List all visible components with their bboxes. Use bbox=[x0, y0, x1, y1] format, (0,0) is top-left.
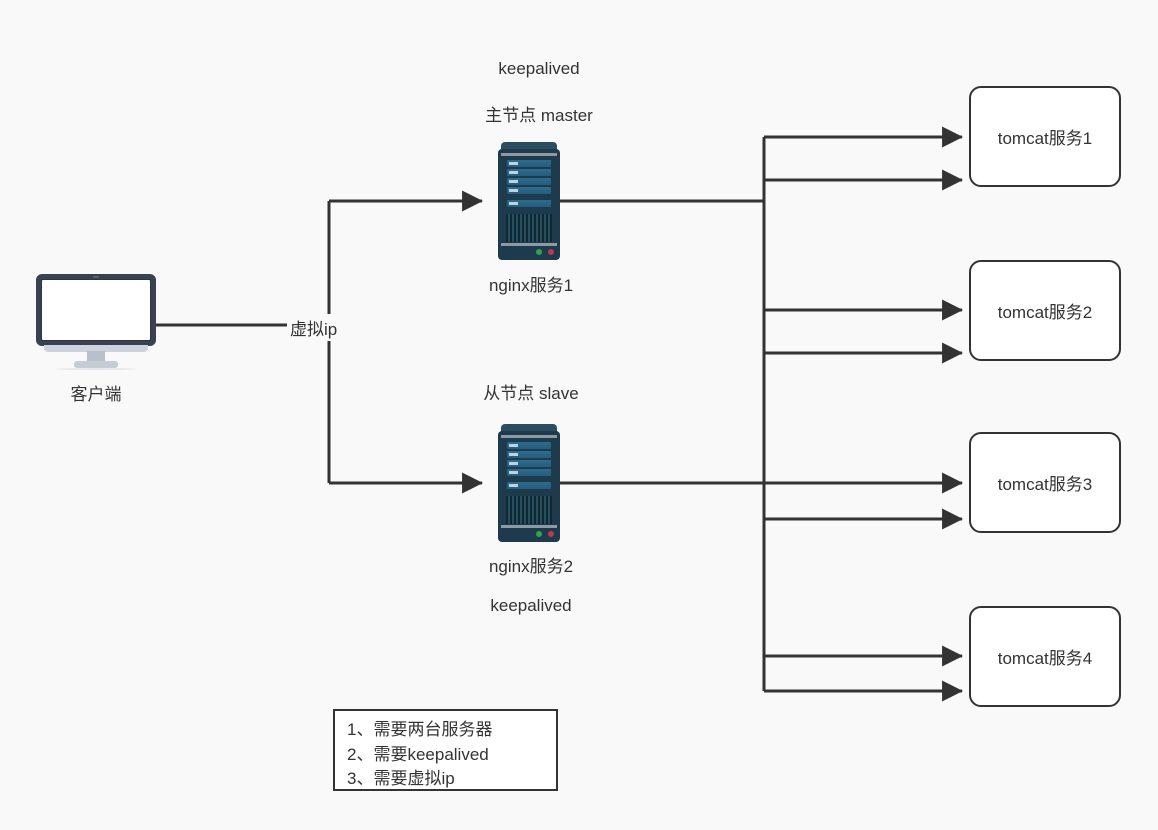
slave-service-label: nginx服务2 bbox=[488, 557, 574, 576]
master-role-label: 主节点 master bbox=[485, 106, 593, 125]
monitor-shadow bbox=[56, 368, 136, 370]
server-power-led-icon bbox=[536, 531, 542, 537]
slave-server-icon bbox=[498, 424, 560, 542]
server-status-led-icon bbox=[548, 249, 554, 255]
server-drive-bay bbox=[507, 200, 551, 207]
server-drive-bay bbox=[507, 451, 551, 458]
server-drive-bay bbox=[507, 460, 551, 467]
tomcat-service-box-2[interactable]: tomcat服务2 bbox=[969, 260, 1121, 361]
tomcat-service-label: tomcat服务3 bbox=[997, 475, 1093, 494]
client-monitor-icon bbox=[36, 274, 156, 370]
slave-role-label: 从节点 slave bbox=[483, 384, 579, 403]
master-server-icon bbox=[498, 142, 560, 260]
monitor-bezel bbox=[36, 274, 156, 346]
virtual-ip-label: 虚拟ip bbox=[287, 314, 341, 341]
keepalived-top-label: keepalived bbox=[498, 59, 580, 78]
server-power-led-icon bbox=[536, 249, 542, 255]
tomcat-service-box-3[interactable]: tomcat服务3 bbox=[969, 432, 1121, 533]
server-vent-grille bbox=[506, 496, 552, 524]
server-drive-bay bbox=[507, 469, 551, 476]
server-cap-line bbox=[501, 153, 557, 156]
server-drive-bays bbox=[507, 160, 551, 207]
monitor-stand-base bbox=[74, 361, 118, 368]
monitor-screen bbox=[41, 279, 151, 341]
server-drive-bay bbox=[507, 442, 551, 449]
client-label: 客户端 bbox=[70, 385, 122, 404]
server-foot-line bbox=[501, 243, 557, 246]
tomcat-service-label: tomcat服务1 bbox=[997, 129, 1093, 148]
server-drive-bays bbox=[507, 442, 551, 489]
note-item-2: 2、需要keepalived bbox=[347, 744, 489, 764]
tomcat-service-label: tomcat服务2 bbox=[997, 303, 1093, 322]
server-status-led-icon bbox=[548, 531, 554, 537]
monitor-camera-icon bbox=[93, 276, 99, 278]
server-cap-line bbox=[501, 435, 557, 438]
master-service-label: nginx服务1 bbox=[488, 276, 574, 295]
server-drive-bay bbox=[507, 482, 551, 489]
server-drive-bay bbox=[507, 187, 551, 194]
tomcat-service-box-4[interactable]: tomcat服务4 bbox=[969, 606, 1121, 707]
tomcat-service-label: tomcat服务4 bbox=[997, 649, 1093, 668]
tomcat-service-box-1[interactable]: tomcat服务1 bbox=[969, 86, 1121, 187]
server-foot-line bbox=[501, 525, 557, 528]
monitor-chin bbox=[44, 345, 148, 352]
note-item-1: 1、需要两台服务器 bbox=[347, 720, 493, 739]
server-drive-bay bbox=[507, 169, 551, 176]
monitor-stand-neck bbox=[87, 351, 105, 364]
requirements-note-box: 1、需要两台服务器 2、需要keepalived 3、需要虚拟ip bbox=[333, 709, 558, 791]
keepalived-bottom-label: keepalived bbox=[490, 596, 572, 615]
server-drive-bay bbox=[507, 160, 551, 167]
server-vent-grille bbox=[506, 214, 552, 242]
server-drive-bay bbox=[507, 178, 551, 185]
note-item-3: 3、需要虚拟ip bbox=[347, 769, 455, 789]
